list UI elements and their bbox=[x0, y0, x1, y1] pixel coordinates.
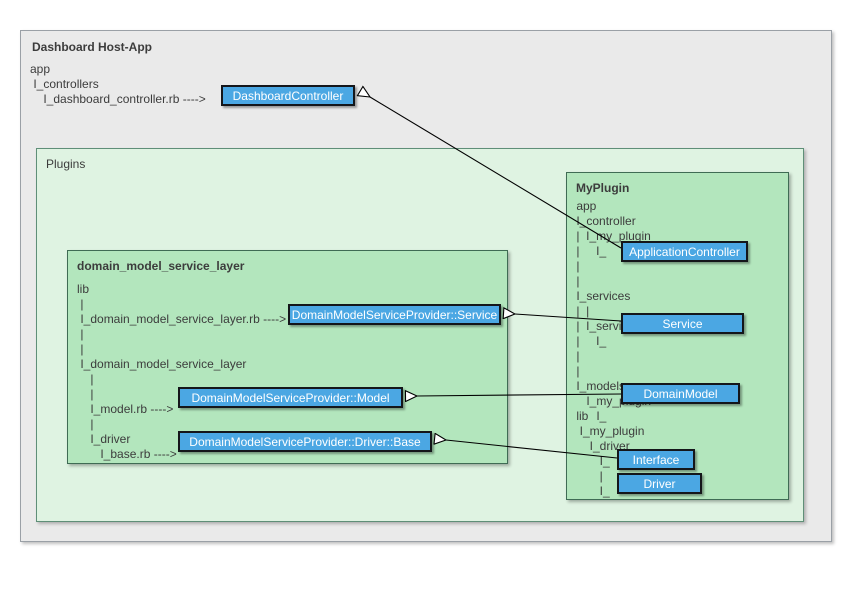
node-service[interactable]: Service bbox=[621, 313, 744, 334]
dmsl-tree-head: lib | I_domain_model_service_layer.rb --… bbox=[77, 282, 287, 326]
my-plugin-title: MyPlugin bbox=[576, 181, 630, 195]
node-application-controller[interactable]: ApplicationController bbox=[621, 241, 748, 262]
domain-model-service-layer-title: domain_model_service_layer bbox=[77, 259, 245, 273]
node-domain-model[interactable]: DomainModel bbox=[621, 383, 740, 404]
node-driver[interactable]: Driver bbox=[617, 473, 702, 494]
node-domain-model-service-provider-model[interactable]: DomainModelServiceProvider::Model bbox=[178, 387, 403, 408]
my-plugin-tree-services: | | I_services | | | I_service_layer | I… bbox=[576, 259, 667, 348]
dmsl-tree-tail: | I_driver I_base.rb ----> bbox=[90, 417, 177, 461]
dmsl-tree-mid: | | I_domain_model_service_layer | | I_m… bbox=[80, 327, 247, 416]
plugins-label: Plugins bbox=[46, 157, 86, 171]
host-app-title: Dashboard Host-App bbox=[32, 40, 152, 54]
domain-model-service-layer-container: domain_model_service_layer lib | I_domai… bbox=[67, 250, 508, 464]
node-interface[interactable]: Interface bbox=[617, 449, 695, 470]
node-dashboard-controller[interactable]: DashboardController bbox=[221, 85, 355, 106]
node-domain-model-service-provider-driver-base[interactable]: DomainModelServiceProvider::Driver::Base bbox=[178, 431, 432, 452]
host-app-tree: app I_controllers I_dashboard_controller… bbox=[30, 62, 206, 106]
node-domain-model-service-provider-service[interactable]: DomainModelServiceProvider::Service bbox=[288, 304, 501, 325]
